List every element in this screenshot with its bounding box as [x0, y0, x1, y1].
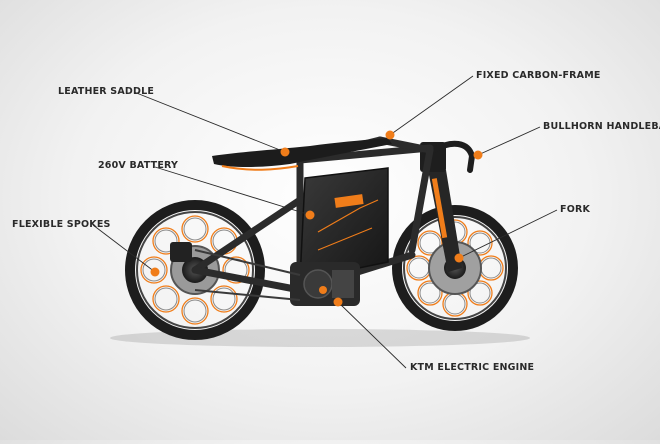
ktm-logo: [334, 194, 364, 208]
dot-battery: [305, 210, 315, 220]
bullhorn-handlebar: [431, 140, 475, 173]
callout-dots: [150, 130, 483, 307]
dot-flexible-spokes: [150, 267, 160, 277]
label-bullhorn-handlebar: BULLHORN HANDLEBAR: [543, 121, 660, 132]
label-fork: FORK: [560, 204, 591, 215]
dot-bullhorn-handlebar: [473, 150, 483, 160]
label-fixed-carbon-frame: FIXED CARBON-FRAME: [476, 70, 601, 81]
label-leather-saddle: LEATHER SADDLE: [58, 86, 155, 97]
drive-chain: [194, 249, 301, 301]
leader-electric-engine: [337, 301, 407, 369]
dot-fork: [454, 253, 464, 263]
leader-fork: [458, 209, 558, 259]
rear-flexible-spokes: [140, 215, 250, 325]
dot-engine-housing: [319, 286, 327, 294]
leader-battery: [154, 166, 311, 216]
label-battery: 260V BATTERY: [98, 160, 179, 171]
label-electric-engine: KTM ELECTRIC ENGINE: [410, 362, 535, 373]
dot-leather-saddle: [280, 147, 290, 157]
leader-leather-saddle: [133, 91, 286, 153]
dot-electric-engine: [333, 297, 343, 307]
label-flexible-spokes: FLEXIBLE SPOKES: [12, 219, 111, 230]
leather-saddle: [212, 138, 392, 171]
dot-fixed-carbon-frame: [385, 130, 395, 140]
battery-pack: [299, 167, 389, 281]
leader-lines: [92, 75, 558, 369]
rear-caliper: [170, 242, 192, 262]
leader-fixed-carbon-frame: [389, 75, 474, 136]
leader-flexible-spokes: [92, 224, 156, 273]
electric-engine: [290, 262, 360, 306]
leader-bullhorn-handlebar: [477, 126, 541, 156]
